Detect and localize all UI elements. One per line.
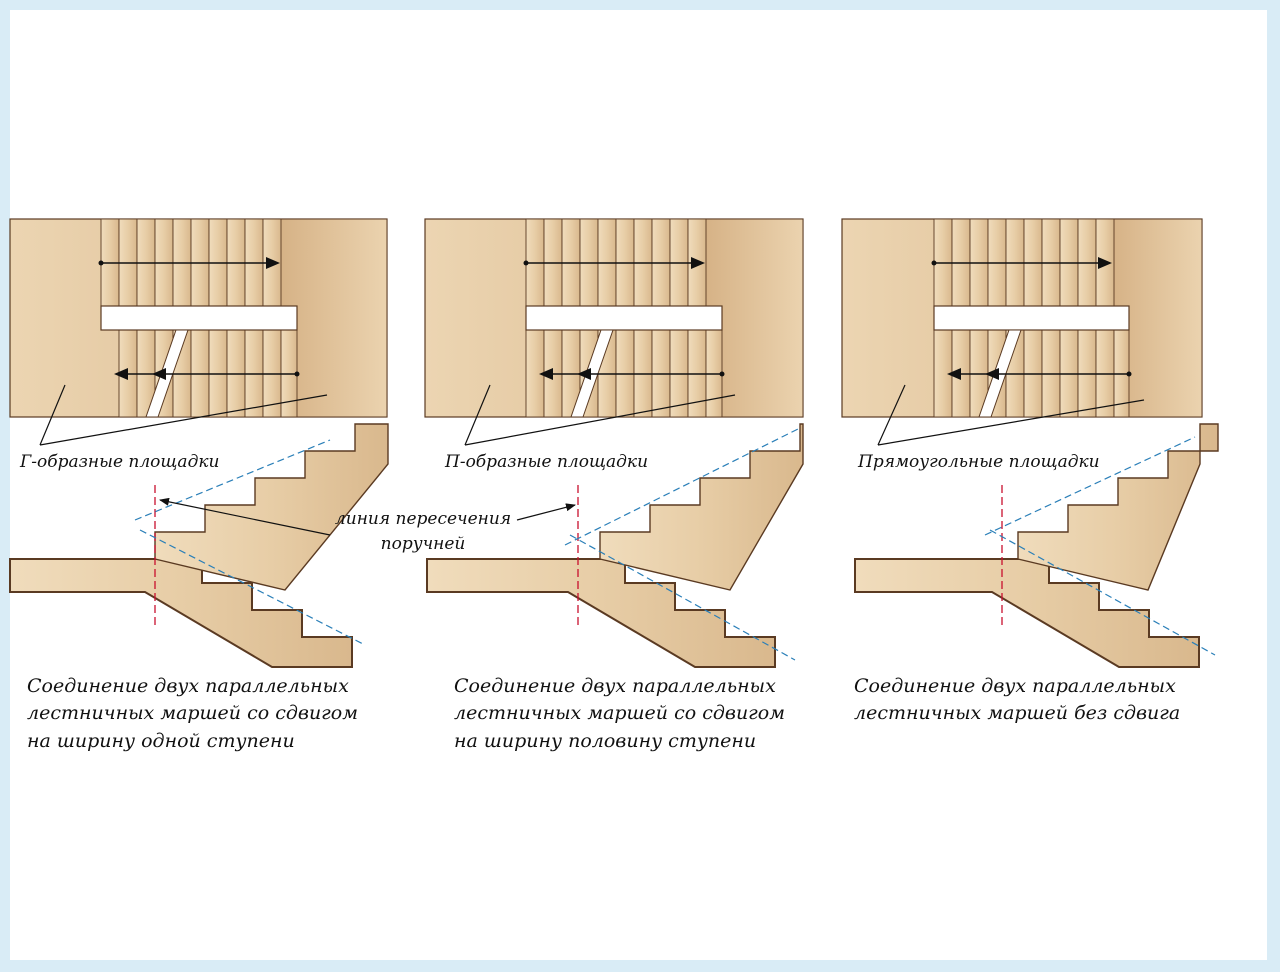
caption-1-line-3: на ширину одной ступени [27,730,295,752]
section-2 [426,423,804,668]
handrail-line-upper [134,439,331,521]
label-intersection-line-2: поручней [381,534,466,554]
caption-3-line-2: лестничных маршей без сдвига [854,702,1180,724]
upper-arrow-dot [523,260,529,266]
section-3 [854,423,1219,668]
section-1 [9,423,389,668]
lower-arrow-dot [719,371,725,377]
flight-gap [525,305,723,331]
flight-gap [933,305,1130,331]
plan-2 [424,218,804,418]
lower-flight [9,558,353,668]
lower-arrow-dot [294,371,300,377]
caption-3: Соединение двух параллельных лестничных … [854,675,1180,724]
plan-3 [841,218,1203,418]
handrail-line-lower [139,529,366,646]
lower-flight [854,558,1200,668]
lower-flight [426,558,776,668]
handrail-line-lower [989,529,1216,656]
label-p-platforms: П-образные площадки [444,452,648,472]
label-intersection-line-1: линия пересечения [335,509,511,529]
callout-lines [39,384,1145,536]
lower-arrow-dot [1126,371,1132,377]
plan-1 [9,218,388,418]
handrail-line-upper [984,436,1196,536]
upper-flight [154,423,389,591]
flight-gap [100,305,298,331]
stair-plans [9,218,1203,418]
label-g-platforms: Г-образные площадки [19,452,219,472]
caption-3-line-1: Соединение двух параллельных [854,675,1176,697]
caption-1: Соединение двух параллельных лестничных … [27,675,358,752]
caption-2-line-3: на ширину половину ступени [454,730,756,752]
stair-sections [9,423,1219,668]
handrail-line-lower [569,534,796,661]
upper-flight [599,423,804,591]
caption-2-line-1: Соединение двух параллельных [454,675,776,697]
caption-2-line-2: лестничных маршей со сдвигом [454,702,785,724]
caption-1-line-2: лестничных маршей со сдвигом [27,702,358,724]
upper-flight [1017,423,1219,591]
landing-right [279,218,388,418]
label-rect-platforms: Прямоугольные площадки [857,452,1100,472]
upper-arrow-dot [98,260,104,266]
caption-1-line-1: Соединение двух параллельных [27,675,349,697]
caption-2: Соединение двух параллельных лестничных … [454,675,785,752]
upper-arrow-dot [931,260,937,266]
